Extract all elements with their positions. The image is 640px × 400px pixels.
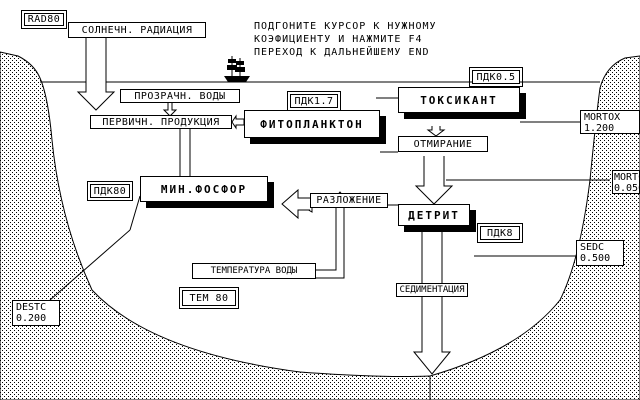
mortox-parameter[interactable]: MORTOX 1.200 bbox=[580, 110, 640, 134]
left-shore bbox=[0, 51, 431, 400]
detrit-block: ДЕТРИТ bbox=[398, 204, 470, 226]
instruction-line-1: ПОДГОНИТЕ КУРСОР К НУЖНОМУ bbox=[254, 21, 437, 32]
water-temperature-block: ТЕМПЕРАТУРА ВОДЫ bbox=[192, 263, 316, 279]
pdk-phosphorus-coefficient[interactable]: ПДК80 bbox=[87, 181, 133, 201]
rad-coefficient[interactable]: RAD80 bbox=[21, 10, 67, 29]
phytoplankton-block: ФИТОПЛАНКТОН bbox=[244, 110, 380, 138]
dying-block: ОТМИРАНИЕ bbox=[398, 136, 488, 152]
tem-coefficient[interactable]: ТЕМ 80 bbox=[179, 287, 239, 309]
pdk-phyto-coefficient[interactable]: ПДК1.7 bbox=[287, 91, 341, 111]
pdk-toxicant-coefficient[interactable]: ПДК0.5 bbox=[469, 67, 523, 87]
instruction-line-3: ПЕРЕХОД К ДАЛЬНЕЙШЕМУ END bbox=[254, 47, 430, 58]
sedimentation-block: СЕДИМЕНТАЦИЯ bbox=[396, 283, 468, 297]
mortc-parameter[interactable]: MORTC 0.050 bbox=[612, 170, 640, 194]
instruction-line-2: КОЭФИЦИЕНТУ И НАЖМИТЕ F4 bbox=[254, 34, 423, 45]
decomposition-block: РАЗЛОЖЕНИЕ bbox=[310, 193, 388, 208]
toxicant-block: ТОКСИКАНТ bbox=[398, 87, 520, 113]
water-transparency-block: ПРОЗРАЧН. ВОДЫ bbox=[120, 89, 240, 103]
ship-icon bbox=[224, 56, 250, 82]
pdk-detrit-coefficient[interactable]: ПДК8 bbox=[477, 223, 523, 243]
right-shore bbox=[429, 55, 640, 400]
primary-production-block: ПЕРВИЧН. ПРОДУКЦИЯ bbox=[90, 115, 232, 129]
instruction-text: ПОДГОНИТЕ КУРСОР К НУЖНОМУ КОЭФИЦИЕНТУ И… bbox=[254, 20, 437, 59]
solar-radiation-block: СОЛНЕЧН. РАДИАЦИЯ bbox=[68, 22, 206, 38]
sedc-parameter[interactable]: SEDC 0.500 bbox=[576, 240, 624, 266]
destc-parameter[interactable]: DESTC 0.200 bbox=[12, 300, 60, 326]
mineral-phosphorus-block: МИН.ФОСФОР bbox=[140, 176, 268, 202]
